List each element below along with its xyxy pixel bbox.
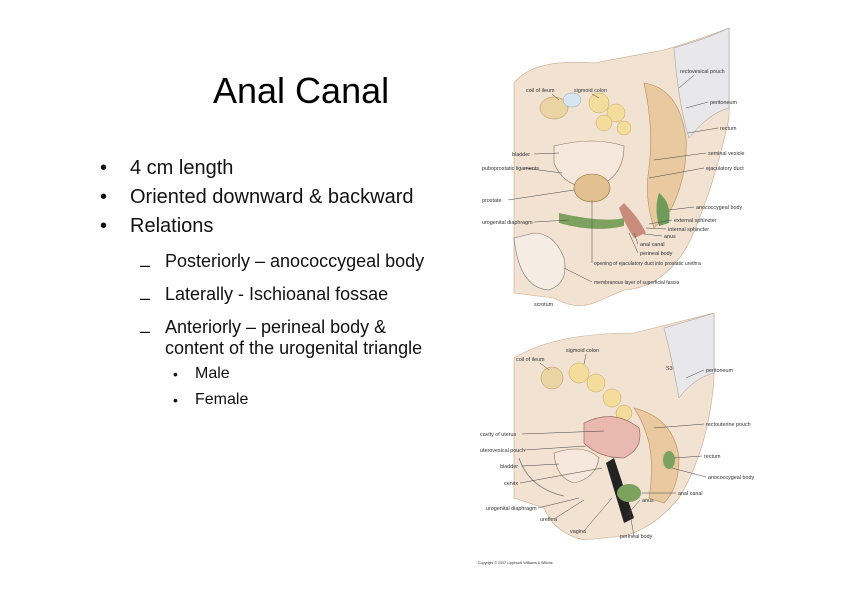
label-sigmoid-colon: sigmoid colon (566, 348, 599, 354)
label-rectum: rectum (704, 454, 721, 460)
bullet-dot-icon: • (100, 186, 108, 208)
subitem: • Female (173, 389, 440, 411)
relation-text: Laterally - Ischioanal fossae (165, 284, 389, 304)
label-rectovesical-pouch: rectovesical pouch (680, 69, 725, 75)
bullet-dot-icon: • (173, 392, 178, 408)
slide-title: Anal Canal (213, 70, 390, 111)
bullet-text: Oriented downward & backward (130, 186, 414, 208)
label-rectum: rectum (720, 126, 737, 132)
male-leader-lines (507, 74, 719, 283)
label-anus: anus (642, 498, 654, 504)
label-peritoneum: peritoneum (710, 100, 737, 106)
label-rectouterine-pouch: rectouterine pouch (706, 422, 751, 428)
dash-icon: – (140, 288, 151, 308)
bullet-text: Relations (130, 215, 214, 237)
label-anococcygeal-body: anococcygeal body (708, 475, 754, 481)
bullet-item: • 4 cm length (100, 154, 440, 183)
female-leader-lines (519, 353, 707, 537)
label-membranous-fascia: membranous layer of superficial fascia (594, 280, 680, 286)
relation-text: Posteriorly – anococcygeal body (165, 251, 425, 271)
relation-subitems: • Male • Female (173, 363, 440, 411)
pelvis-anatomy-figure: coil of ileum sigmoid colon rectovesical… (478, 28, 754, 565)
label-puboprostatic-ligaments: puboprostatic ligaments (482, 166, 539, 172)
bullet-item: • Oriented downward & backward (100, 183, 440, 212)
label-internal-sphincter: internal sphincter (668, 227, 709, 233)
label-bladder: bladder (500, 464, 518, 470)
dash-icon: – (140, 321, 151, 341)
subitem: • Male (173, 363, 440, 385)
bullet-item: • Relations (100, 212, 440, 241)
label-urogenital-diaphragm: urogenital diaphragm (486, 506, 537, 512)
label-cervix: cervix (504, 481, 518, 487)
male-pelvis-diagram: coil of ileum sigmoid colon rectovesical… (482, 28, 745, 308)
label-s3: S3 (666, 366, 673, 372)
copyright-text: Copyright © 2007 Lippincott Williams & W… (478, 561, 554, 565)
bullet-dot-icon: • (100, 157, 108, 179)
bullet-dot-icon: • (100, 215, 108, 237)
relation-item: – Laterally - Ischioanal fossae (140, 284, 440, 313)
relation-item: – Posteriorly – anococcygeal body (140, 251, 440, 280)
label-perineal-body: perineal body (620, 534, 653, 540)
label-anal-canal: anal canal (678, 491, 703, 497)
label-uterovesical-pouch: uterovesical pouch (480, 448, 525, 454)
label-prostate: prostate (482, 198, 501, 204)
label-anococcygeal-body: anococcygeal body (696, 205, 742, 211)
label-peritoneum: peritoneum (706, 368, 733, 374)
label-cavity-of-uterus: cavity of uterus (480, 432, 517, 438)
label-urogenital-diaphragm: urogenital diaphragm (482, 220, 533, 226)
dash-icon: – (140, 255, 151, 275)
label-urethra: urethra (540, 517, 557, 523)
label-bladder: bladder (512, 152, 530, 158)
relation-item: – Anteriorly – perineal body & content o… (140, 317, 440, 359)
label-ejaculatory-duct: ejaculatory duct (706, 166, 744, 172)
bullet-dot-icon: • (173, 366, 178, 382)
label-anus: anus (664, 234, 676, 240)
subitem-text: Female (195, 391, 249, 408)
bullet-text: 4 cm length (130, 157, 234, 179)
label-opening-ejaculatory-duct: opening of ejaculatory duct into prostat… (594, 261, 701, 267)
label-external-sphincter: external sphincter (674, 218, 717, 224)
label-perineal-body: perineal body (640, 251, 673, 257)
label-sigmoid-colon: sigmoid colon (574, 88, 607, 94)
female-pelvis-diagram: coil of ileum sigmoid colon S3 peritoneu… (478, 312, 754, 565)
label-coil-of-ileum: coil of ileum (526, 88, 555, 94)
label-seminal-vesicle: seminal vesicle (708, 151, 745, 157)
relation-text: Anteriorly – perineal body & content of … (165, 317, 423, 358)
bullet-list: • 4 cm length • Oriented downward & back… (100, 154, 440, 415)
label-anal-canal: anal canal (640, 242, 665, 248)
subitem-text: Male (195, 365, 230, 382)
relations-list: – Posteriorly – anococcygeal body – Late… (140, 251, 440, 411)
label-coil-of-ileum: coil of ileum (516, 357, 545, 363)
label-vagina: vagina (570, 529, 586, 535)
label-scrotum: scrotum (534, 302, 554, 308)
